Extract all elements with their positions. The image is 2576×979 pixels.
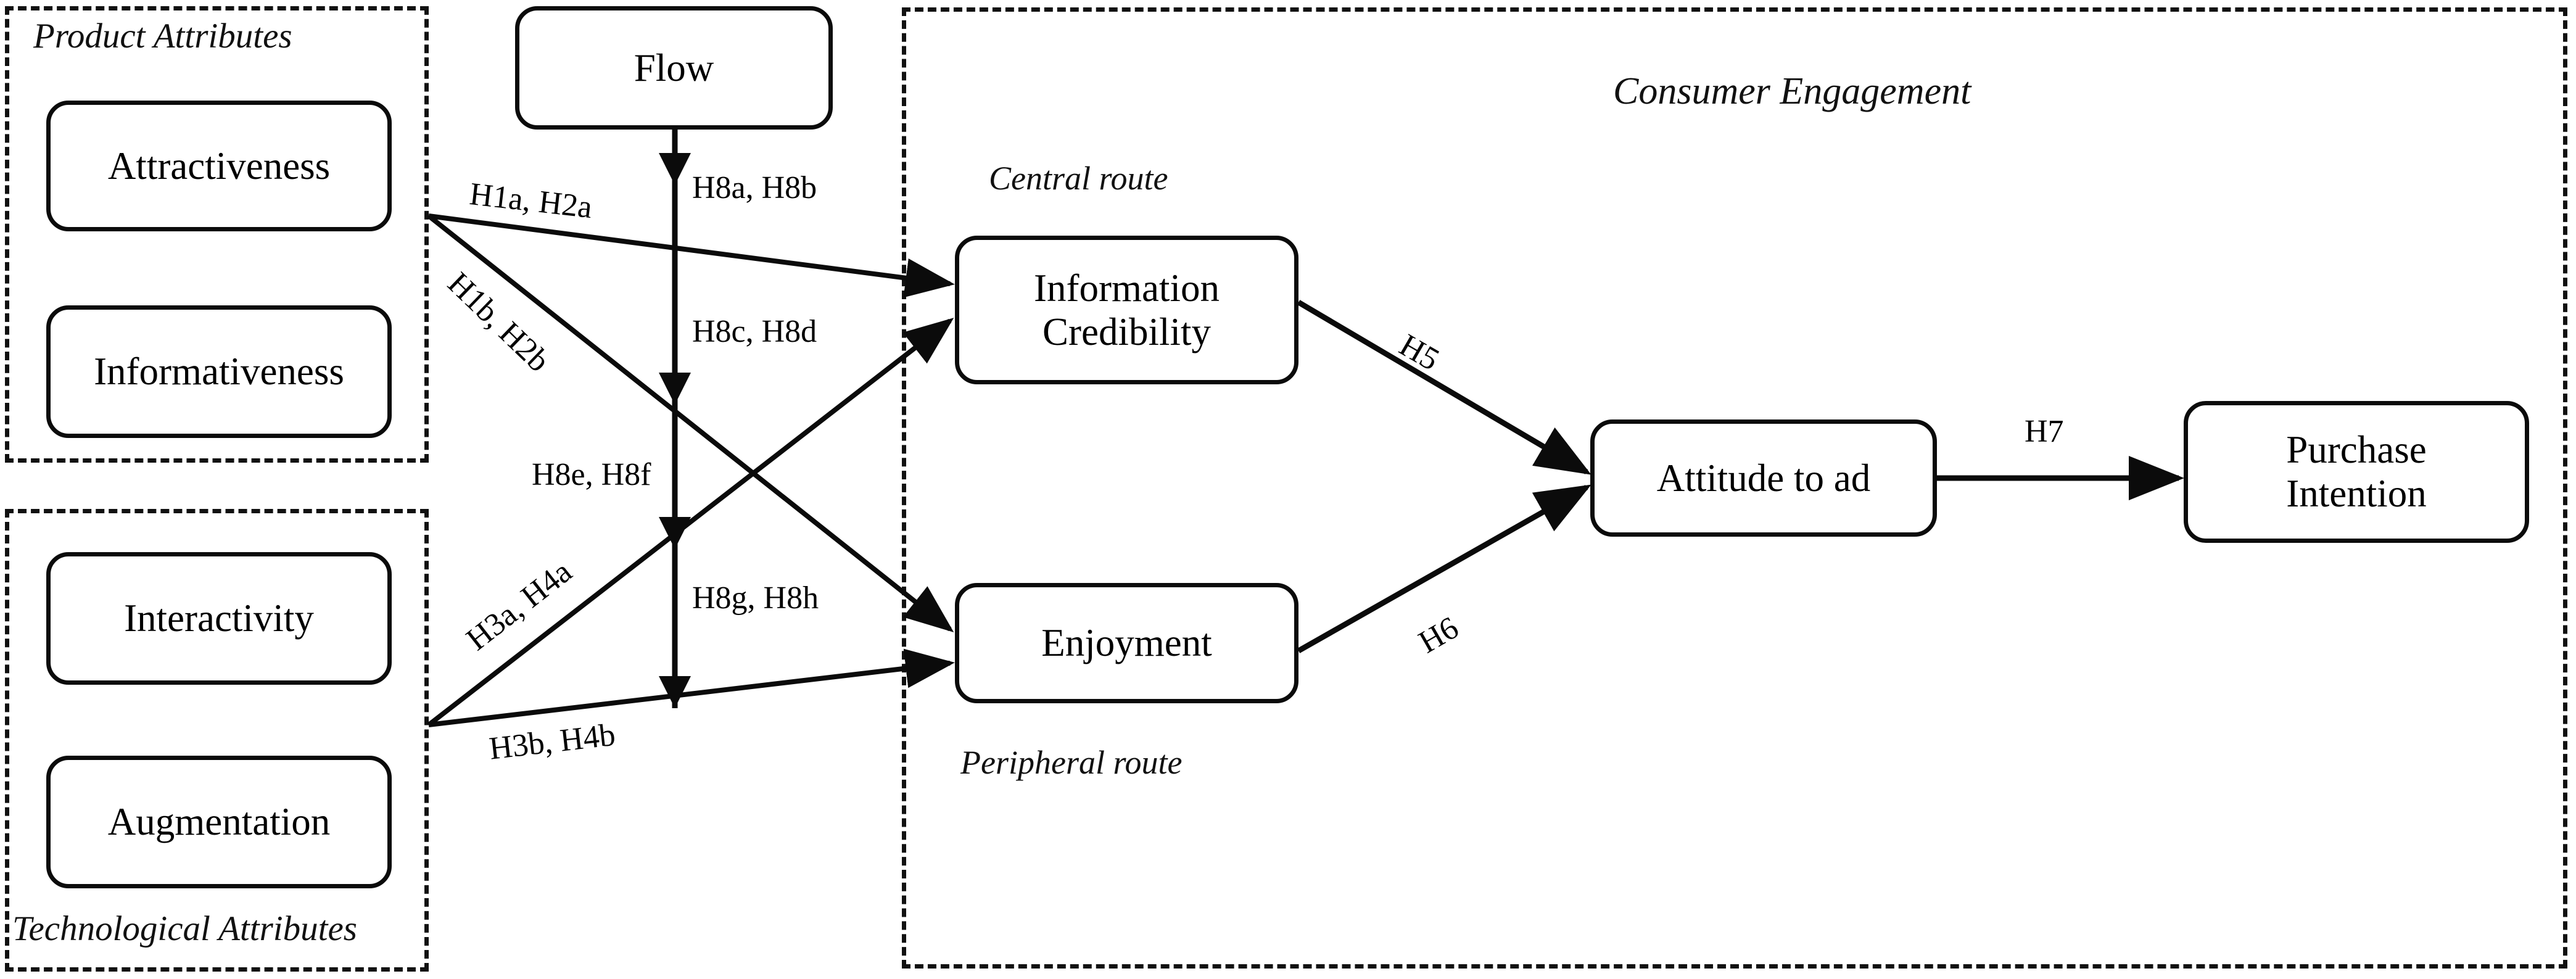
path-label-h8c-h8d: H8c, H8d — [692, 314, 817, 349]
group-caption-consumer-engagement: Consumer Engagement — [1613, 70, 1971, 112]
node-label-informativeness: Informativeness — [94, 350, 344, 394]
edge-product-to-enjoyment — [427, 213, 954, 632]
path-label-h8g-h8h: H8g, H8h — [692, 580, 819, 616]
node-information-credibility[interactable]: Information Credibility — [955, 236, 1298, 384]
node-enjoyment[interactable]: Enjoyment — [955, 583, 1298, 703]
path-label-h3b-h4b: H3b, H4b — [487, 717, 617, 767]
edge-technological-to-information-credibility — [427, 318, 954, 727]
path-label-h8a-h8b: H8a, H8b — [692, 170, 817, 205]
node-attractiveness[interactable]: Attractiveness — [46, 101, 392, 231]
node-flow[interactable]: Flow — [515, 6, 833, 130]
arrowhead-flow-onto-h1a-h2a — [659, 153, 691, 185]
node-label-purchase-intention: Purchase Intention — [2286, 428, 2427, 515]
path-label-h1a-h2a: H1a, H2a — [468, 176, 594, 226]
node-label-interactivity: Interactivity — [124, 597, 314, 640]
node-label-attractiveness: Attractiveness — [107, 144, 331, 188]
arrowhead-flow-onto-h3a-h4a — [659, 517, 691, 549]
node-label-attitude-to-ad: Attitude to ad — [1656, 456, 1871, 500]
path-label-h7: H7 — [2025, 414, 2064, 449]
edge-technological-to-enjoyment — [428, 648, 955, 727]
node-purchase-intention[interactable]: Purchase Intention — [2184, 401, 2529, 543]
node-augmentation[interactable]: Augmentation — [46, 756, 392, 888]
path-label-h3a-h4a: H3a, H4a — [460, 554, 579, 658]
node-label-flow: Flow — [634, 46, 714, 89]
path-label-h8e-h8f: H8e, H8f — [532, 457, 651, 492]
node-label-information-credibility: Information Credibility — [1034, 266, 1220, 353]
arrowhead-flow-onto-h1b-h2b — [659, 373, 691, 405]
node-label-enjoyment: Enjoyment — [1041, 621, 1212, 665]
node-informativeness[interactable]: Informativeness — [46, 305, 392, 438]
group-caption-technological-attributes: Technological Attributes — [12, 909, 357, 948]
edge-product-to-information-credibility — [428, 213, 955, 298]
group-box-technological-attributes — [5, 509, 429, 972]
group-box-product-attributes — [5, 6, 429, 463]
path-label-h1b-h2b: H1b, H2b — [440, 265, 556, 379]
group-caption-product-attributes: Product Attributes — [33, 17, 292, 56]
arrowhead-flow-onto-h3b-h4b — [659, 676, 691, 708]
route-caption-peripheral: Peripheral route — [960, 744, 1183, 781]
node-attitude-to-ad[interactable]: Attitude to ad — [1590, 419, 1937, 537]
node-interactivity[interactable]: Interactivity — [46, 552, 392, 685]
route-caption-central: Central route — [989, 160, 1168, 197]
node-label-augmentation: Augmentation — [107, 800, 331, 844]
